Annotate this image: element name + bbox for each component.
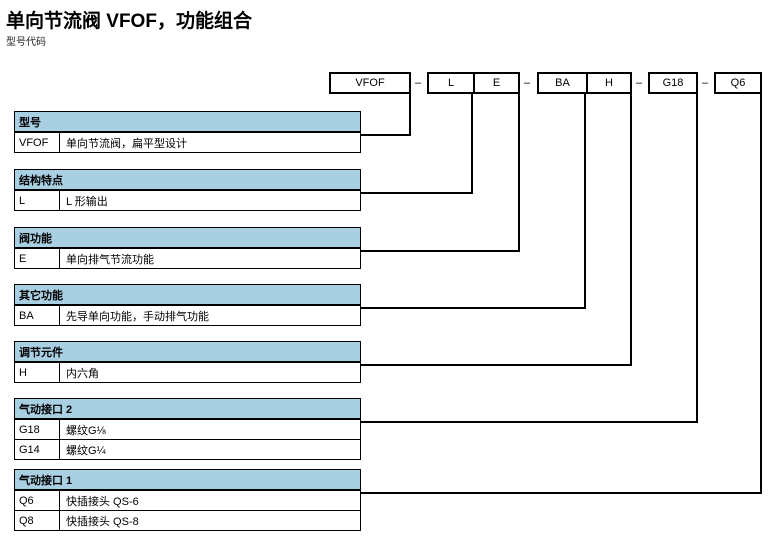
code-group-2: L E <box>427 72 520 94</box>
spec-header: 其它功能 <box>14 284 361 306</box>
table-row: L L 形输出 <box>14 191 361 211</box>
code-cell-q6[interactable]: Q6 <box>730 77 746 89</box>
spec-table-construction: 结构特点 L L 形输出 <box>14 169 361 211</box>
code-group-4: G18 <box>648 72 698 94</box>
code-cell-g18[interactable]: G18 <box>662 77 684 89</box>
spec-desc: 单向排气节流功能 <box>66 253 154 266</box>
connector-hline-ba <box>361 307 586 309</box>
page-subtitle: 型号代码 <box>6 37 46 48</box>
spec-table-adjusting-element: 调节元件 H 内六角 <box>14 341 361 383</box>
table-row: VFOF 单向节流阀，扁平型设计 <box>14 133 361 153</box>
code-group-5: Q6 <box>714 72 762 94</box>
code-cell-h[interactable]: H <box>586 74 630 92</box>
code-dash-1: – <box>414 77 422 89</box>
code-group-3: BA H <box>537 72 632 94</box>
spec-code: Q6 <box>15 491 60 510</box>
spec-header: 气动接口 1 <box>14 469 361 491</box>
connector-hline-l <box>361 192 473 194</box>
code-cell-vfof[interactable]: VFOF <box>355 77 385 89</box>
connector-hline-e <box>361 250 520 252</box>
code-cell-e[interactable]: E <box>473 74 518 92</box>
spec-header: 型号 <box>14 111 361 133</box>
connector-vline-q6 <box>760 94 762 494</box>
code-group-1: VFOF <box>329 72 411 94</box>
spec-desc: 内六角 <box>66 367 99 380</box>
spec-code: E <box>15 249 60 268</box>
code-dash-4: – <box>701 77 709 89</box>
code-cell-l[interactable]: L <box>447 77 455 89</box>
connector-vline-e <box>518 94 520 252</box>
spec-table-port-1: 气动接口 1 Q6 快插接头 QS-6 Q8 快插接头 QS-8 <box>14 469 361 531</box>
table-row: BA 先导单向功能，手动排气功能 <box>14 306 361 326</box>
connector-hline-q6 <box>361 492 762 494</box>
table-row: Q8 快插接头 QS-8 <box>14 511 361 531</box>
spec-header: 结构特点 <box>14 169 361 191</box>
connector-vline-g18 <box>696 94 698 423</box>
spec-desc: L 形输出 <box>66 195 108 208</box>
spec-code: Q8 <box>15 511 60 530</box>
table-row: Q6 快插接头 QS-6 <box>14 491 361 511</box>
code-dash-2: – <box>523 77 531 89</box>
spec-desc: 单向节流阀，扁平型设计 <box>66 137 187 150</box>
table-row: G18 螺纹G⅛ <box>14 420 361 440</box>
page-title: 单向节流阀 VFOF，功能组合 <box>6 11 252 32</box>
spec-desc: 螺纹G⅛ <box>66 424 106 437</box>
connector-vline-h <box>630 94 632 366</box>
spec-table-model: 型号 VFOF 单向节流阀，扁平型设计 <box>14 111 361 153</box>
spec-code: BA <box>15 306 60 325</box>
spec-code: H <box>15 363 60 382</box>
code-cell-ba[interactable]: BA <box>555 77 570 89</box>
spec-header: 气动接口 2 <box>14 398 361 420</box>
spec-desc: 快插接头 QS-8 <box>66 515 139 528</box>
table-row: G14 螺纹G¼ <box>14 440 361 460</box>
spec-code: VFOF <box>15 133 60 152</box>
connector-vline-ba <box>584 94 586 309</box>
connector-vline-l <box>471 94 473 194</box>
spec-table-port-2: 气动接口 2 G18 螺纹G⅛ G14 螺纹G¼ <box>14 398 361 460</box>
connector-hline-g18 <box>361 421 698 423</box>
spec-code: L <box>15 191 60 210</box>
table-row: H 内六角 <box>14 363 361 383</box>
spec-table-other-function: 其它功能 BA 先导单向功能，手动排气功能 <box>14 284 361 326</box>
connector-hline-vfof <box>361 134 411 136</box>
spec-code: G14 <box>15 440 60 459</box>
connector-vline-vfof <box>409 94 411 136</box>
connector-hline-h <box>361 364 632 366</box>
spec-desc: 先导单向功能，手动排气功能 <box>66 310 209 323</box>
spec-header: 调节元件 <box>14 341 361 363</box>
spec-header: 阀功能 <box>14 227 361 249</box>
spec-desc: 快插接头 QS-6 <box>66 495 139 508</box>
table-row: E 单向排气节流功能 <box>14 249 361 269</box>
spec-desc: 螺纹G¼ <box>66 444 106 457</box>
spec-code: G18 <box>15 420 60 439</box>
code-dash-3: – <box>635 77 643 89</box>
spec-table-valve-function: 阀功能 E 单向排气节流功能 <box>14 227 361 269</box>
